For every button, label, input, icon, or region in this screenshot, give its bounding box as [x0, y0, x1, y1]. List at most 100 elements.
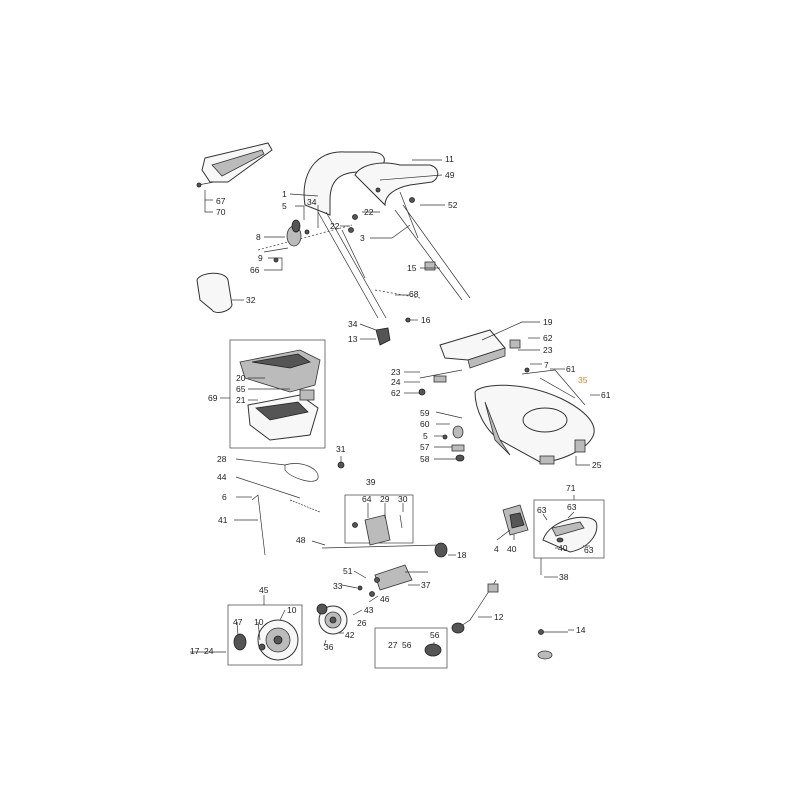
part-label: 12 — [494, 612, 504, 622]
grass-bag-box — [229, 339, 326, 449]
part-label: 29 — [380, 494, 390, 504]
blade-holder-part — [502, 504, 529, 536]
part-label: 66 — [250, 265, 260, 275]
gearbox-part — [352, 514, 403, 546]
spring-44-part — [289, 499, 321, 513]
part-label: 42 — [345, 630, 355, 640]
part-label: 69 — [208, 393, 218, 403]
part-label: 64 — [362, 494, 372, 504]
part-label: 9 — [258, 253, 263, 263]
part-label: 23 — [543, 345, 553, 355]
rear-rod-part — [418, 369, 463, 396]
height-lever-part — [451, 579, 499, 634]
part-label: 62 — [543, 333, 553, 343]
handle-assembly — [303, 151, 471, 319]
part-label: 20 — [236, 373, 246, 383]
part-label: 24 — [391, 377, 401, 387]
part-label: 10 — [254, 617, 264, 627]
part-label: 7 — [544, 360, 549, 370]
part-label: 22 — [364, 207, 374, 217]
deck-fasteners — [435, 411, 465, 462]
part-label: 63 — [537, 505, 547, 515]
part-label: 26 — [357, 618, 367, 628]
part-label-highlighted: 35 — [578, 375, 588, 385]
part-label: 51 — [343, 566, 353, 576]
part-label: 39 — [366, 477, 376, 487]
wheel-drive-part — [357, 564, 428, 597]
part-label: 67 — [216, 196, 226, 206]
part-labels: 11 49 1 34 5 52 22 22 8 3 9 66 15 67 70 … — [190, 154, 611, 656]
blade-part — [542, 516, 598, 553]
rear-wheel-part — [233, 619, 299, 661]
part-label: 30 — [398, 494, 408, 504]
part-label: 38 — [559, 572, 569, 582]
cable-lever-part — [263, 219, 310, 263]
part-label: 61 — [601, 390, 611, 400]
part-label: 57 — [420, 442, 430, 452]
part-label: 37 — [421, 580, 431, 590]
part-label: 58 — [420, 454, 430, 464]
lever-rod-part — [251, 494, 266, 556]
part-label: 49 — [445, 170, 455, 180]
part-label: 17 — [190, 646, 200, 656]
part-label: 8 — [256, 232, 261, 242]
cover-part — [196, 272, 233, 313]
hanger-part — [196, 142, 273, 188]
part-label: 63 — [567, 502, 577, 512]
part-label: 43 — [364, 605, 374, 615]
part-label: 48 — [296, 535, 306, 545]
bottom-box — [374, 627, 448, 669]
part-label: 21 — [236, 395, 246, 405]
part-label: 68 — [409, 289, 419, 299]
part-label: 22 — [330, 221, 340, 231]
part-label: 44 — [217, 472, 227, 482]
part-label: 31 — [336, 444, 346, 454]
part-label: 15 — [407, 263, 417, 273]
part-label: 65 — [236, 384, 246, 394]
drive-wheel-part — [316, 603, 348, 635]
part-label: 25 — [592, 460, 602, 470]
part-label: 62 — [391, 388, 401, 398]
part-label: 40 — [507, 544, 517, 554]
part-label: 36 — [324, 642, 334, 652]
rear-flap-part — [439, 329, 521, 369]
part-label: 28 — [217, 454, 227, 464]
part-label: 32 — [246, 295, 256, 305]
part-label: 70 — [216, 207, 226, 217]
part-label: 33 — [333, 581, 343, 591]
part-label: 10 — [287, 605, 297, 615]
part-label: 60 — [420, 419, 430, 429]
part-label: 3 — [360, 233, 365, 243]
axle-part — [321, 544, 441, 549]
part-label: 56 — [402, 640, 412, 650]
part-label: 5 — [423, 431, 428, 441]
part-label: 56 — [430, 630, 440, 640]
part-label: 16 — [421, 315, 431, 325]
part-label: 4 — [494, 544, 499, 554]
blade-box — [533, 499, 605, 559]
part-label: 63 — [584, 545, 594, 555]
part-label: 19 — [543, 317, 553, 327]
part-label: 24 — [204, 646, 214, 656]
part-label: 1 — [282, 189, 287, 199]
grass-bag-part — [239, 349, 321, 441]
part-label: 11 — [445, 154, 454, 164]
part-label: 47 — [233, 617, 243, 627]
part-label: 5 — [282, 201, 287, 211]
part-label: 18 — [457, 550, 467, 560]
part-label: 40 — [558, 543, 568, 553]
part-label: 59 — [420, 408, 430, 418]
wheel-box — [227, 604, 303, 666]
mower-deck-part — [474, 384, 595, 465]
part-label: 34 — [348, 319, 358, 329]
part-label: 46 — [380, 594, 390, 604]
part-label: 41 — [218, 515, 228, 525]
clip-part — [375, 327, 391, 346]
part-label: 6 — [222, 492, 227, 502]
part-label: 34 — [307, 197, 317, 207]
part-label: 71 — [566, 483, 576, 493]
part-label: 13 — [348, 334, 358, 344]
part-label: 61 — [566, 364, 576, 374]
part-label: 23 — [391, 367, 401, 377]
